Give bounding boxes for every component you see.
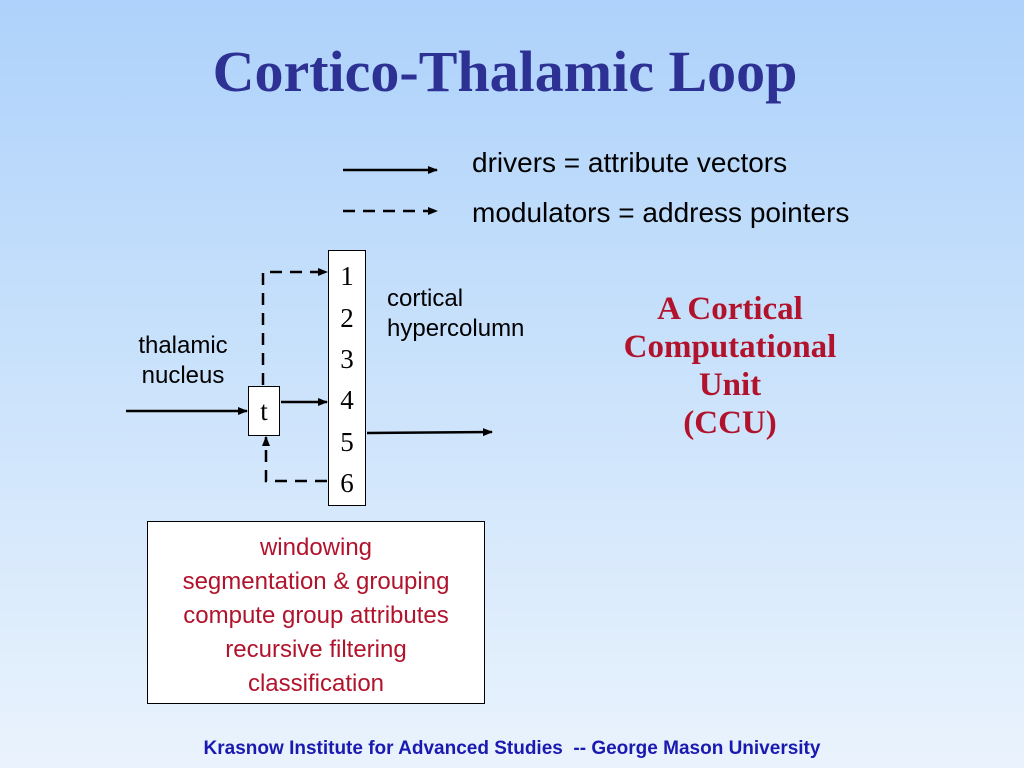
function-item: windowing [259,534,373,561]
function-item: recursive filtering [225,636,407,663]
layer-5: 5 [340,427,354,457]
footer-credit: Krasnow Institute for Advanced Studies -… [203,738,821,759]
thalamic-nucleus-label: thalamic nucleus [138,332,228,389]
layer-4: 4 [340,385,354,415]
functions-box: windowing segmentation & grouping comput… [147,521,485,704]
drivers-legend-label: drivers = attribute vectors [472,147,788,178]
layer5-output-arrow [366,428,493,437]
layer-1: 1 [340,261,354,291]
thalamic-nucleus-box: t [248,386,280,436]
thalamus-to-layer1-modulator-arrow [261,268,328,385]
function-item: segmentation & grouping [182,568,450,595]
page-title: Cortico-Thalamic Loop [212,39,798,104]
modulators-legend-label: modulators = address pointers [472,197,850,228]
layer-6: 6 [340,468,354,498]
layer6-to-thalamus-modulator-arrow [262,436,327,483]
layer-2: 2 [340,303,354,333]
cortical-hypercolumn-box: 1 2 3 4 5 6 [328,250,366,506]
function-item: classification [247,670,385,697]
layer-3: 3 [340,344,354,374]
cortical-hypercolumn-label: cortical hypercolumn [387,285,525,342]
function-item: compute group attributes [183,602,449,629]
ccu-heading: A Cortical Computational Unit (CCU) [623,291,837,441]
